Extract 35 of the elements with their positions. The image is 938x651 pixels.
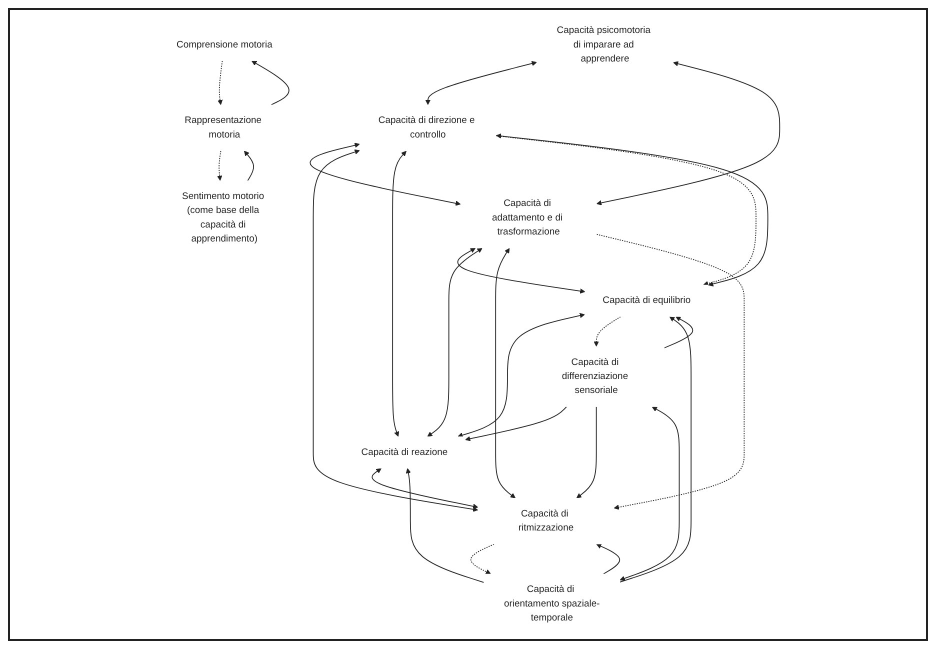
- arrow: [372, 468, 478, 509]
- node-text: Capacità di ritmizzazione: [518, 508, 574, 533]
- arrow: [465, 406, 567, 442]
- arrow: [217, 150, 222, 181]
- arrow: [620, 406, 680, 581]
- arrow: [427, 248, 482, 437]
- arrow: [620, 316, 692, 582]
- node-text: Capacità psicomotoria di imparare ad apprendere: [556, 25, 651, 64]
- node-text: Capacità di direzione e controllo: [378, 115, 475, 140]
- node-text: Capacità di orientamento spaziale-temporale: [504, 584, 600, 624]
- arrow: [495, 248, 516, 498]
- arrow: [217, 60, 223, 105]
- arrow: [596, 234, 745, 510]
- arrow: [312, 149, 478, 512]
- arrow: [425, 60, 537, 105]
- node-text: Capacità di reazione: [361, 447, 448, 458]
- node-text: Rappresentazione motoria: [184, 115, 262, 140]
- node-text: Sentimento motorio (come base della capacità di apprendimento): [182, 191, 264, 244]
- node-text: Comprensione motoria: [176, 40, 272, 50]
- arrow: [594, 316, 621, 347]
- arrow: [310, 142, 461, 206]
- arrow: [596, 544, 620, 574]
- arrow: [596, 61, 780, 206]
- arrow: [470, 544, 494, 574]
- arrow: [252, 60, 290, 106]
- node-text: Capacità di equilibrio: [602, 295, 691, 306]
- arrow: [406, 468, 484, 583]
- node-text: Capacità di adattamento e di trasformazione: [492, 198, 563, 237]
- node-text: Capacità di differenziazione sensoriale: [562, 357, 628, 396]
- arrow: [244, 150, 254, 182]
- arrow: [457, 248, 586, 294]
- arrow: [576, 406, 597, 498]
- arrow: [392, 150, 406, 437]
- arrow: [664, 316, 694, 348]
- arrow: [458, 313, 585, 438]
